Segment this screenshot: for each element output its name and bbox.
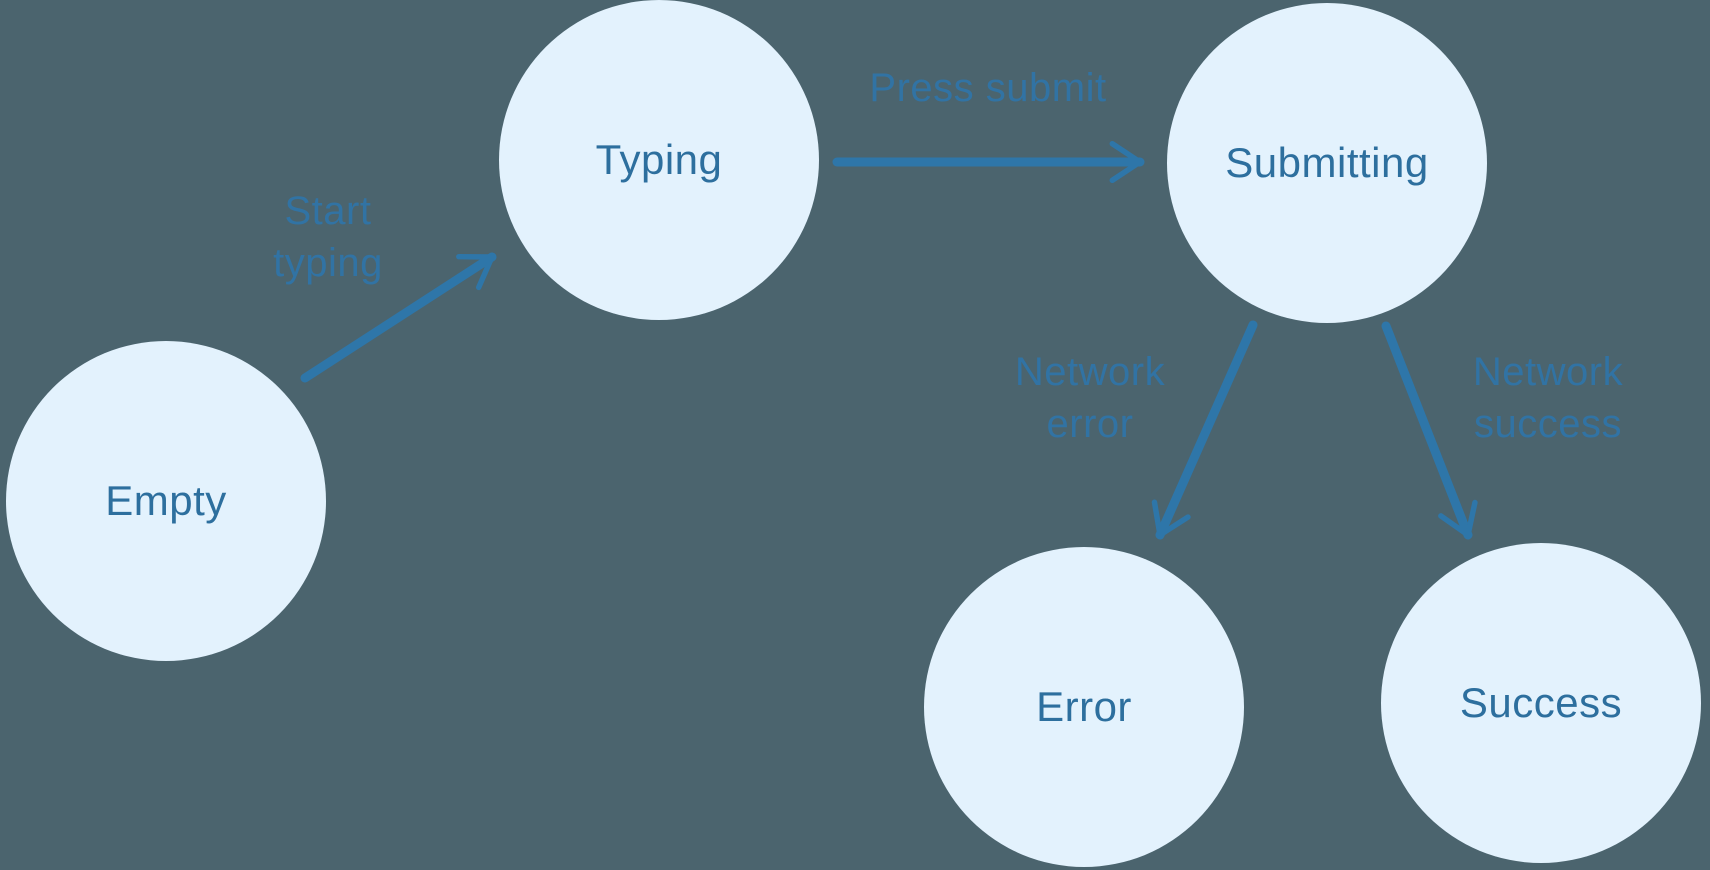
arrow-submitting-to-success	[1381, 321, 1478, 540]
state-node-typing: Typing	[499, 0, 819, 320]
state-label-error: Error	[1036, 683, 1132, 730]
transition-label-line: success	[1473, 402, 1622, 446]
transition-label-line: typing	[273, 241, 383, 285]
arrow-submitting-to-error	[1151, 320, 1258, 540]
transition-label-line: error	[1046, 402, 1134, 446]
arrow-empty-to-typing	[300, 252, 497, 383]
state-label-submitting: Submitting	[1225, 139, 1429, 186]
state-node-success: Success	[1381, 543, 1701, 863]
state-label-empty: Empty	[105, 477, 227, 524]
state-node-submitting: Submitting	[1167, 3, 1487, 323]
transition-label-press-submit: Press submit	[869, 62, 1106, 114]
transition-label-line: Network	[1472, 350, 1624, 394]
transition-label-network-error: Network error	[1015, 346, 1165, 450]
transition-label-network-success: Network success	[1473, 346, 1623, 450]
transition-label-line: Network	[1014, 350, 1166, 394]
transition-label-line: Start	[284, 189, 372, 233]
state-node-error: Error	[924, 547, 1244, 867]
transition-label-start-typing: Start typing	[273, 185, 383, 289]
state-node-empty: Empty	[6, 341, 326, 661]
state-label-success: Success	[1459, 679, 1623, 726]
transition-label-line: Press submit	[869, 66, 1107, 110]
state-label-typing: Typing	[595, 136, 723, 183]
